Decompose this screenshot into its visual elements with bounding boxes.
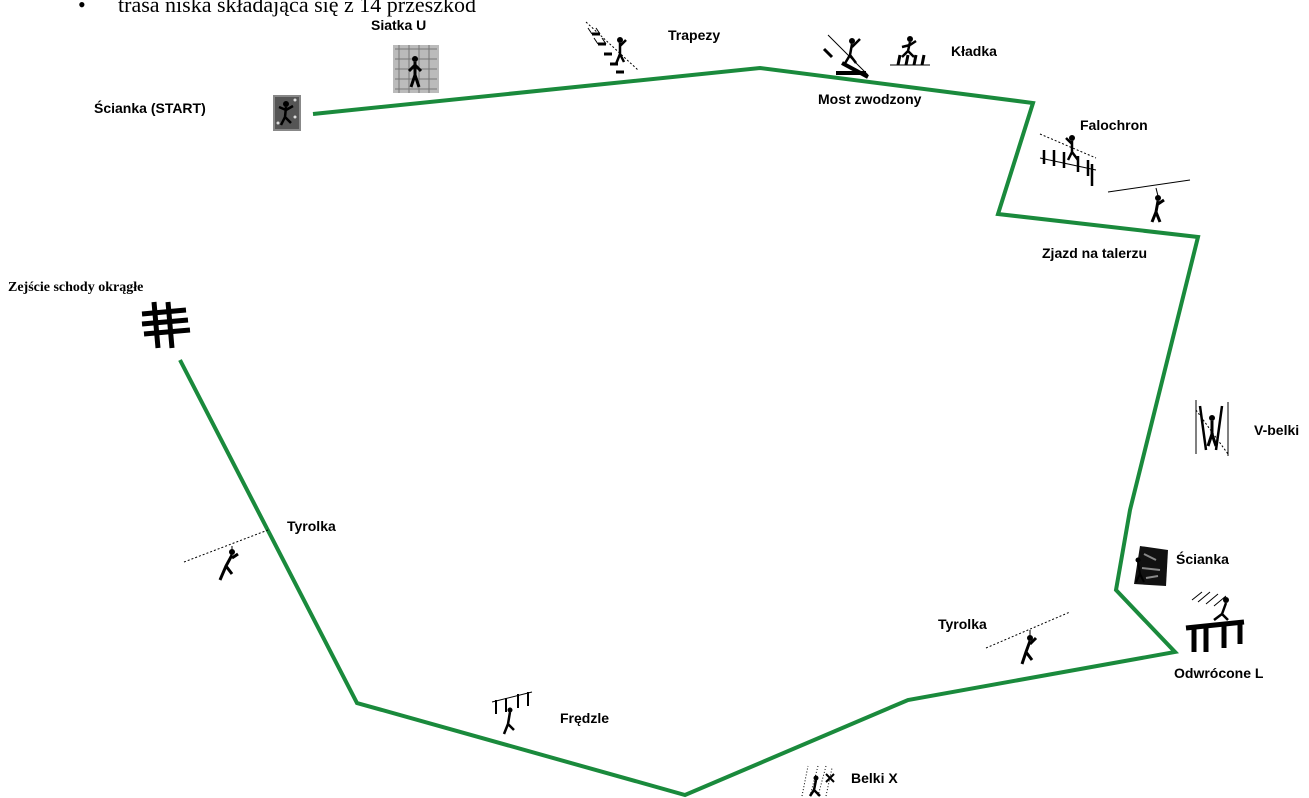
label-fredzle: Frędzle: [560, 710, 609, 726]
label-tyrolka-left: Tyrolka: [287, 518, 336, 534]
label-odwrocone-l: Odwrócone L: [1174, 665, 1264, 681]
x-beams-icon: [802, 766, 834, 796]
label-v-belki: V-belki: [1254, 422, 1299, 438]
label-trapezy: Trapezy: [668, 27, 720, 43]
fringe-icon: [492, 692, 532, 734]
trapeze-icon: [586, 22, 638, 72]
zipline-icon: [184, 530, 268, 580]
label-falochron: Falochron: [1080, 117, 1148, 133]
climbing-wall-icon: [1134, 546, 1168, 586]
route-line: [180, 68, 1198, 795]
label-most-zwodzony: Most zwodzony: [818, 91, 922, 107]
label-zejscie-schody: Zejście schody okrągłe: [8, 280, 143, 295]
header-text: trasa niska składająca się z 14 przeszkó…: [118, 0, 476, 17]
label-belki-x: Belki X: [851, 770, 898, 786]
label-siatka-u: Siatka U: [371, 17, 426, 33]
zipline-plate-icon: [1108, 180, 1190, 222]
footbridge-icon: [890, 36, 930, 65]
inverted-l-icon: [1186, 592, 1244, 652]
label-kladka: Kładka: [951, 43, 997, 59]
climbing-wall-icon: [273, 95, 301, 131]
label-scianka-start: Ścianka (START): [94, 99, 206, 116]
label-zjazd-na-talerzu: Zjazd na talerzu: [1042, 245, 1147, 261]
round-stairs-icon: [142, 302, 190, 348]
v-beams-icon: [1196, 400, 1228, 456]
zipline-icon: [986, 612, 1070, 664]
label-tyrolka-right: Tyrolka: [938, 616, 987, 632]
header-bullet: •: [78, 0, 86, 17]
breakwater-icon: [1040, 134, 1096, 186]
net-icon: [393, 45, 439, 93]
label-scianka: Ścianka: [1176, 550, 1229, 567]
drawbridge-icon: [824, 35, 868, 77]
